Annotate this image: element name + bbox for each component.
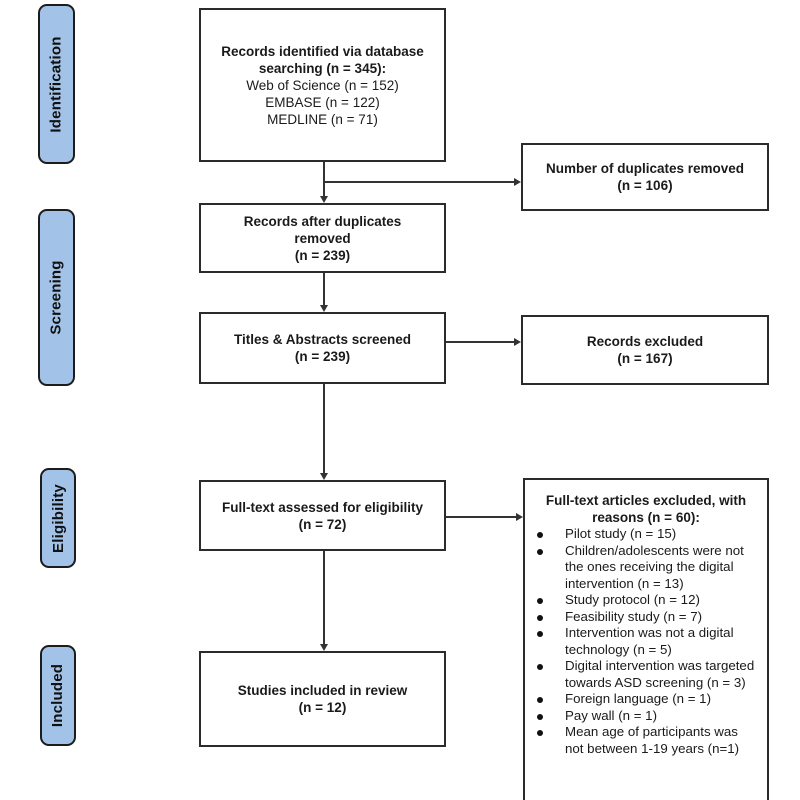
arrowhead-right-icon [516, 512, 523, 521]
box-count: (n = 106) [617, 178, 673, 193]
reason-text: Children/adolescents were not the ones r… [565, 542, 744, 591]
arrowhead-down-icon [319, 473, 328, 480]
bullet-icon [537, 730, 543, 736]
bullet-icon [537, 664, 543, 670]
reason-text: Mean age of participants was not between… [565, 724, 740, 756]
box-count: (n = 239) [294, 247, 351, 263]
stage-label-text: Identification [48, 35, 66, 133]
box-fulltext-assessed: Full-text assessed for eligibility (n = … [199, 480, 446, 551]
connector-screened-to-fulltext [323, 384, 325, 473]
exclusion-reason-item: Mean age of participants was not between… [525, 724, 767, 757]
box-title-line: Number of duplicates removed [545, 161, 745, 176]
bullet-icon [537, 532, 543, 538]
box-records-identified: Records identified via database searchin… [199, 8, 446, 162]
box-title-line: searching (n = 345): [258, 60, 387, 76]
exclusion-reason-item: Intervention was not a digital technolog… [525, 625, 767, 658]
exclusion-reason-item: Pilot study (n = 15) [525, 526, 767, 543]
reason-text: Digital intervention was targeted toward… [565, 658, 755, 690]
connector-branch-to-duplicates [324, 181, 514, 183]
source-line: MEDLINE (n = 71) [267, 111, 378, 127]
reason-text: Foreign language (n = 1) [565, 691, 711, 706]
stage-label-text: Screening [48, 260, 66, 335]
reason-text: Pay wall (n = 1) [565, 707, 658, 723]
reason-text: Intervention was not a digital technolog… [565, 625, 734, 657]
box-title-line: reasons (n = 60): [592, 510, 700, 525]
exclusion-reason-item: Feasibility study (n = 7) [525, 609, 767, 626]
box-title-line: Records after duplicates [243, 213, 402, 229]
box-title-line: Titles & Abstracts screened [233, 332, 412, 347]
stage-label-screening: Screening [38, 209, 75, 386]
arrowhead-down-icon [319, 196, 328, 203]
exclusion-reason-item: Children/adolescents were not the ones r… [525, 543, 767, 593]
exclusion-reasons-list: Pilot study (n = 15) Children/adolescent… [525, 526, 767, 757]
exclusion-reason-item: Digital intervention was targeted toward… [525, 658, 767, 691]
connector-screened-to-excluded [446, 341, 514, 343]
stage-label-identification: Identification [38, 4, 75, 164]
box-duplicates-removed: Number of duplicates removed (n = 106) [521, 143, 769, 211]
bullet-icon [537, 713, 543, 720]
box-records-excluded: Records excluded (n = 167) [521, 315, 769, 385]
exclusion-reason-item: Foreign language (n = 1) [525, 691, 767, 708]
box-count: (n = 12) [298, 700, 347, 715]
box-count: (n = 239) [294, 349, 351, 364]
box-fulltext-excluded: Full-text articles excluded, with reason… [523, 478, 769, 800]
exclusion-reason-item: Pay wall (n = 1) [525, 708, 767, 725]
arrowhead-right-icon [514, 177, 521, 186]
stage-label-included: Included [40, 645, 76, 746]
box-title-line: removed [294, 230, 351, 246]
bullet-icon [537, 598, 543, 604]
reason-text: Study protocol (n = 12) [565, 592, 700, 607]
box-title-line: Full-text assessed for eligibility [221, 499, 424, 515]
source-line: Web of Science (n = 152) [246, 77, 399, 93]
connector-fulltext-to-excluded [446, 516, 516, 518]
stage-label-text: Included [49, 663, 67, 728]
reason-text: Pilot study (n = 15) [565, 526, 677, 541]
exclusion-reason-item: Study protocol (n = 12) [525, 592, 767, 609]
connector-identified-to-after-duplicates [323, 162, 325, 198]
reason-text: Feasibility study (n = 7) [565, 608, 703, 624]
stage-label-text: Eligibility [49, 483, 67, 553]
box-title-line: Full-text articles excluded, with [545, 493, 747, 508]
stage-label-eligibility: Eligibility [40, 468, 76, 568]
bullet-icon [537, 631, 543, 637]
connector-fulltext-to-included [323, 551, 325, 644]
box-title-line: Records identified via database [221, 43, 424, 59]
bullet-icon [537, 697, 543, 703]
arrowhead-down-icon [319, 644, 328, 651]
box-studies-included: Studies included in review (n = 12) [199, 651, 446, 747]
bullet-icon [537, 548, 543, 555]
box-title-line: Records excluded [586, 334, 704, 349]
bullet-icon [537, 614, 543, 621]
box-titles-abstracts-screened: Titles & Abstracts screened (n = 239) [199, 312, 446, 384]
box-title-line: Studies included in review [237, 683, 408, 698]
arrowhead-right-icon [514, 337, 521, 346]
connector-after-duplicates-to-screened [323, 273, 325, 305]
box-count: (n = 167) [617, 351, 673, 366]
box-count: (n = 72) [298, 516, 347, 532]
source-line: EMBASE (n = 122) [265, 94, 380, 110]
box-records-after-duplicates: Records after duplicates removed (n = 23… [199, 203, 446, 273]
arrowhead-down-icon [319, 305, 328, 312]
